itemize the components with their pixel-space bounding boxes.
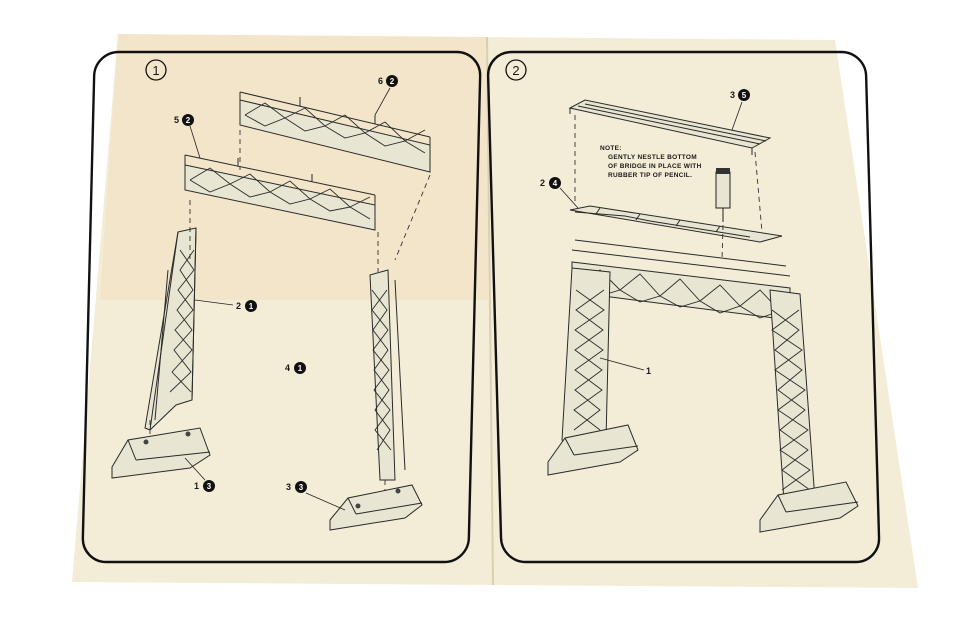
- bridge-girder-upper: [239, 91, 431, 173]
- callout-3-3: 3 3: [286, 481, 346, 511]
- step-1-number: 1: [152, 63, 159, 78]
- callout-part-badge: 2: [186, 116, 191, 125]
- note-line-1: NOTE:: [600, 145, 622, 152]
- panel-step-1: 1: [81, 50, 482, 564]
- note-line-4: RUBBER TIP OF PENCIL.: [608, 172, 692, 179]
- panel-step-2: 2: [486, 50, 881, 564]
- callout-4-1: 4 1: [285, 362, 306, 374]
- callout-1-3: 1 3: [184, 457, 215, 492]
- callout-qty: 2: [236, 301, 241, 311]
- assembly-note: NOTE: GENTLY NESTLE BOTTOM OF BRIDGE IN …: [600, 145, 702, 179]
- callout-qty: 3: [286, 482, 291, 492]
- paper-left-tint: [100, 34, 488, 300]
- tower-left: [144, 227, 197, 431]
- callout-6-2: 6 2: [374, 75, 398, 116]
- callout-5-2: 5 2: [174, 114, 201, 159]
- callout-part-badge: 1: [249, 302, 254, 311]
- callout-qty: 3: [730, 90, 735, 100]
- callout-part-badge: 4: [553, 179, 558, 188]
- step-1-circle: [145, 59, 167, 81]
- callout-part-badge: 3: [207, 482, 212, 491]
- assembled-gantry: [547, 239, 859, 533]
- callout-2-4: 2 4: [540, 177, 579, 209]
- bridge-girder-lower: [184, 154, 376, 231]
- callout-part-badge: 3: [299, 483, 304, 492]
- callout-1: 1: [599, 357, 651, 376]
- callout-3-5: 3 5: [730, 89, 750, 131]
- center-fold: [486, 36, 494, 586]
- callout-2-1: 2 1: [194, 299, 257, 312]
- note-line-3: OF BRIDGE IN PLACE WITH: [608, 163, 702, 170]
- step-2-number: 2: [512, 63, 519, 78]
- base-left: [111, 427, 211, 479]
- base-right: [329, 484, 423, 531]
- callout-part-badge: 1: [298, 364, 303, 373]
- callout-qty: 6: [378, 76, 383, 86]
- guide-line-4: [394, 174, 431, 261]
- panel-1-border: [81, 50, 482, 564]
- guide-line-9: [721, 224, 724, 261]
- callout-qty: 1: [646, 366, 651, 376]
- tower-right: [369, 269, 406, 481]
- callout-part-badge: 2: [390, 77, 395, 86]
- guide-line-8: [754, 151, 763, 233]
- panel-2-border: [486, 50, 881, 564]
- callout-qty: 1: [194, 481, 199, 491]
- note-line-2: GENTLY NESTLE BOTTOM: [608, 154, 697, 161]
- bridge-deck: [569, 205, 783, 243]
- callout-part-badge: 5: [742, 91, 747, 100]
- step-2-circle: [505, 59, 527, 81]
- callout-qty: 5: [174, 115, 179, 125]
- walkway-plate: [568, 99, 772, 155]
- pencil: [715, 168, 731, 222]
- callout-qty: 2: [540, 178, 545, 188]
- callout-qty: 4: [285, 363, 290, 373]
